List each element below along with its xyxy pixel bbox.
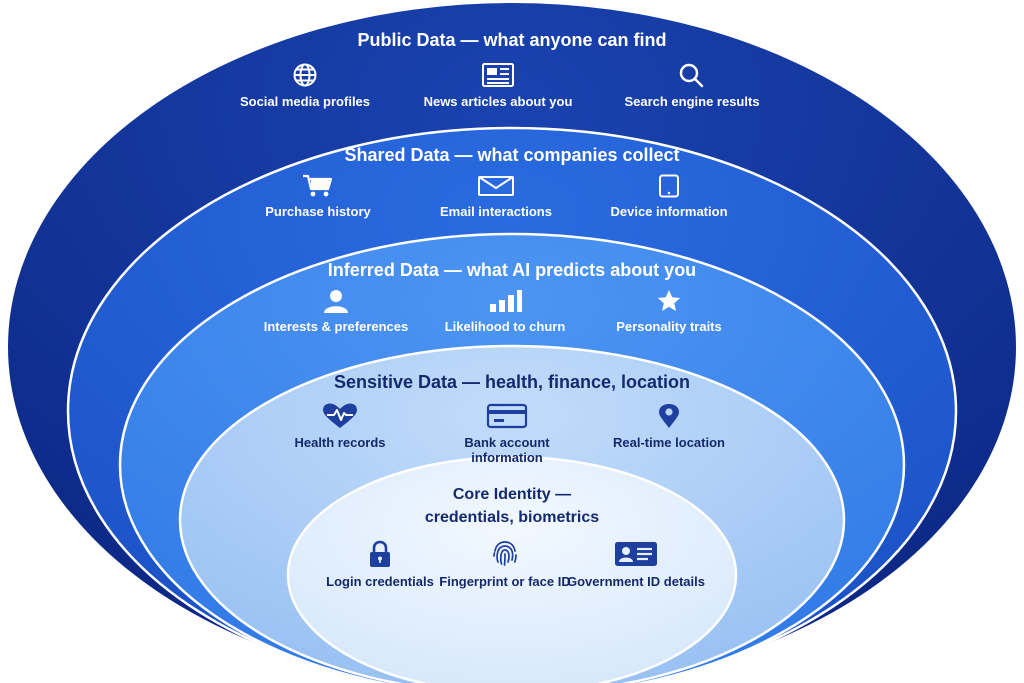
id-card-icon bbox=[615, 542, 657, 566]
public-item-social-media: Social media profiles bbox=[230, 62, 380, 109]
globe-icon bbox=[293, 63, 317, 87]
inferred-item-personality: Personality traits bbox=[594, 289, 744, 334]
shared-data-title: Shared Data — what companies collect bbox=[344, 145, 680, 165]
shared-item-email-interactions: Email interactions bbox=[421, 174, 571, 219]
core-identity-title-line-1: Core Identity — bbox=[452, 486, 572, 503]
heartbeat-icon bbox=[323, 403, 357, 428]
core-identity-title-line-2: credentials, biometrics bbox=[424, 509, 600, 526]
person-icon bbox=[324, 290, 348, 313]
shopping-cart-icon bbox=[303, 174, 333, 197]
public-data-title: Public Data — what anyone can find bbox=[357, 30, 667, 50]
public-item-search-results: Search engine results bbox=[617, 62, 767, 109]
sensitive-item-location: Real-time location bbox=[594, 403, 744, 450]
core-item-fingerprint: Fingerprint or face ID bbox=[430, 540, 580, 589]
sensitive-data-title: Sensitive Data — health, finance, locati… bbox=[333, 372, 691, 392]
core-item-government-id: Government ID details bbox=[561, 540, 711, 589]
newspaper-icon bbox=[482, 63, 514, 87]
fingerprint-icon bbox=[493, 541, 517, 566]
core-item-login-credentials: Login credentials bbox=[305, 540, 455, 589]
credit-card-icon bbox=[486, 403, 528, 429]
public-item-news-articles: News articles about you bbox=[423, 62, 573, 109]
inferred-data-title: Inferred Data — what AI predicts about y… bbox=[327, 260, 697, 280]
inferred-item-interests: Interests & preferences bbox=[261, 289, 411, 334]
bar-chart-icon bbox=[490, 290, 522, 312]
sensitive-item-bank-account: Bank account information bbox=[432, 403, 582, 465]
envelope-icon bbox=[478, 176, 514, 196]
tablet-icon bbox=[659, 174, 679, 198]
shared-item-purchase-history: Purchase history bbox=[243, 174, 393, 219]
sensitive-item-health-records: Health records bbox=[265, 403, 415, 450]
shared-item-device-information: Device information bbox=[594, 174, 744, 219]
padlock-icon bbox=[370, 540, 390, 567]
search-icon bbox=[679, 63, 704, 88]
map-pin-icon bbox=[659, 404, 679, 428]
star-icon bbox=[657, 290, 681, 311]
inferred-item-churn: Likelihood to churn bbox=[430, 289, 580, 334]
layer-5-ring bbox=[286, 455, 738, 683]
